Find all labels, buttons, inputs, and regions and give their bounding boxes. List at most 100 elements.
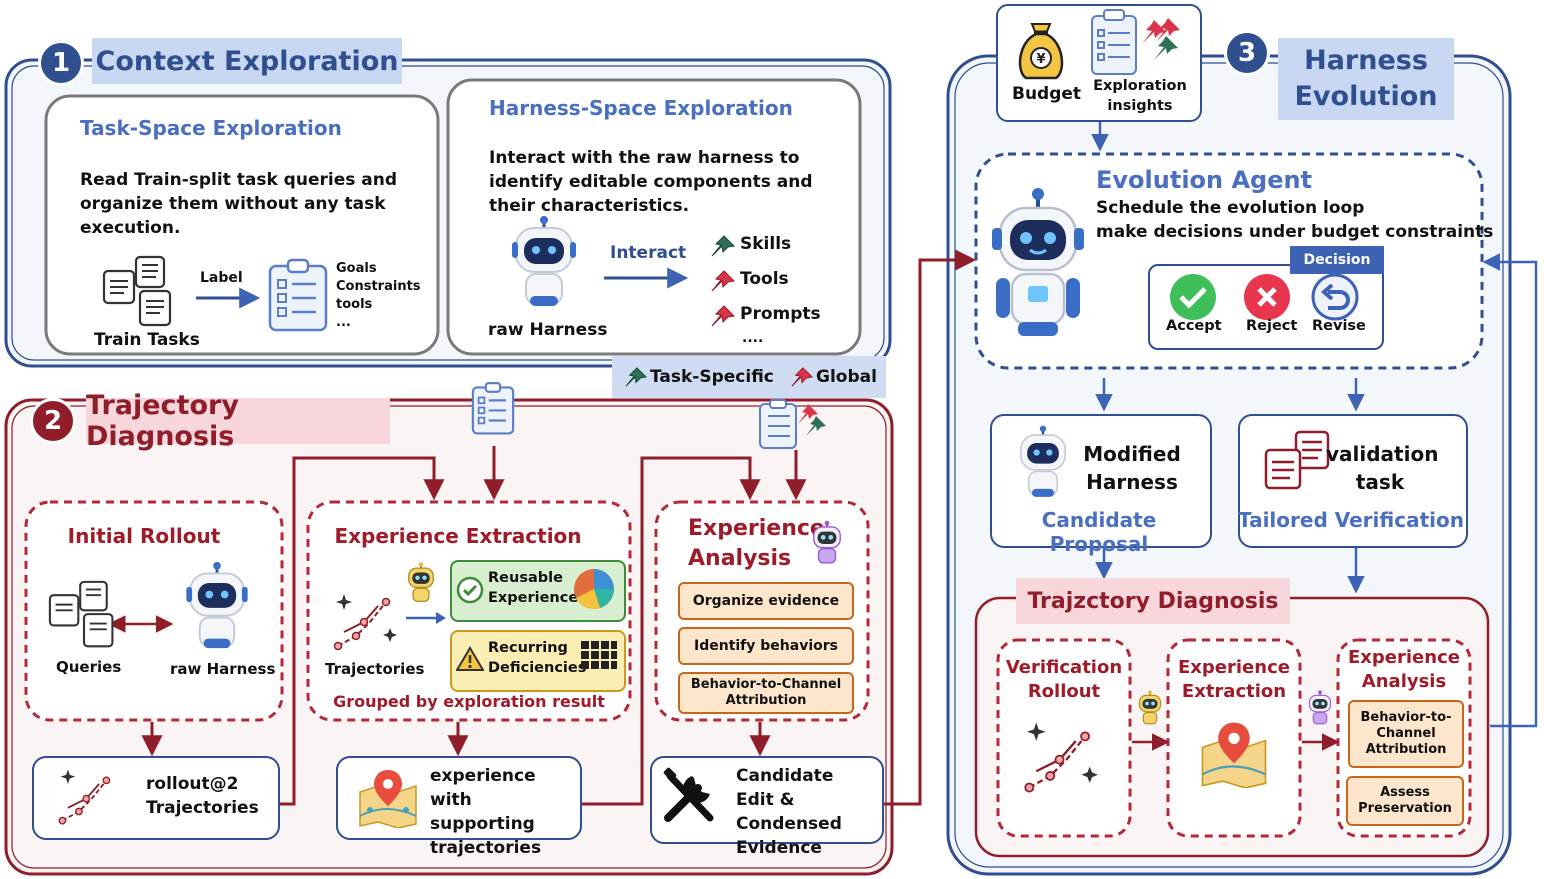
- documents-icon: [1264, 430, 1330, 490]
- verification-rollout-title: Verification Rollout: [1005, 657, 1123, 702]
- raw-harness-label: raw Harness: [488, 320, 608, 340]
- map-pin-icon: [1201, 722, 1267, 788]
- purple-robot-icon: [813, 520, 841, 564]
- purple-robot-icon: [1308, 690, 1332, 725]
- analysis-item-organize: Organize evidence: [678, 582, 854, 620]
- component-skills: Skills: [740, 234, 792, 254]
- legend-global: Global: [816, 367, 877, 387]
- decision-label: Decision: [1290, 246, 1384, 274]
- s3-analysis-title: Experience Analysis: [1348, 647, 1460, 692]
- documents-icon: [102, 255, 172, 327]
- section1-title: Context Exploration: [92, 38, 402, 84]
- extraction-title: Experience Extraction: [334, 524, 582, 548]
- tailored-verification-label: Tailored Verification: [1238, 508, 1464, 532]
- component-tools: Tools: [740, 269, 789, 289]
- clipboard-with-pins-icon: [759, 399, 826, 449]
- check-circle-icon: [456, 576, 484, 604]
- rollout-output-text: rollout@2 Trajectories: [146, 774, 259, 818]
- trajectories-label: Trajectories: [325, 660, 425, 678]
- recurring-deficiencies-label: Recurring Deficiencies: [488, 640, 587, 676]
- small-robot-icon: [408, 562, 434, 603]
- section3-title: Harness Evolution: [1278, 38, 1454, 120]
- section2-number: 2: [30, 398, 76, 444]
- trajectory-icon: [1024, 722, 1098, 793]
- budget-label: Budget: [1012, 84, 1082, 104]
- robot-icon: [512, 216, 576, 306]
- s3-analysis-item-preservation: Assess Preservation: [1346, 776, 1464, 826]
- small-robot-icon: [1138, 690, 1162, 725]
- task-space-box: [44, 94, 440, 356]
- arrow-right-icon: [406, 612, 446, 624]
- candidate-output-text: Candidate Edit & Condensed Evidence: [736, 766, 842, 858]
- queries-label: Queries: [56, 658, 122, 676]
- s3-diagnosis-title: Trajzctory Diagnosis: [1016, 578, 1290, 624]
- map-pin-icon: [359, 770, 417, 828]
- warning-icon: [456, 646, 484, 671]
- accept-label: Accept: [1166, 318, 1222, 334]
- red-pin-icon: [791, 367, 814, 387]
- section2-title: Trajectory Diagnosis: [86, 390, 390, 452]
- robot-icon: [186, 561, 248, 649]
- red-pin-icon: [711, 305, 736, 327]
- experience-output-text: experience with supporting trajectories: [430, 766, 542, 858]
- grouped-label: Grouped by exploration result: [333, 692, 605, 711]
- svg-text:¥: ¥: [1036, 52, 1045, 67]
- task-list-constraints: Constraints: [336, 279, 421, 294]
- validation-task-text: validation task: [1326, 442, 1439, 494]
- s3-extraction-title: Experience Extraction: [1178, 657, 1290, 702]
- trajectory-icon: [58, 769, 111, 825]
- rollout-output-box: [32, 756, 280, 840]
- accept-icon: [1170, 274, 1216, 320]
- documents-icon: [48, 580, 114, 648]
- task-list-tools: tools: [336, 297, 373, 312]
- raw-harness-label: raw Harness: [170, 660, 276, 678]
- initial-rollout-box: [24, 500, 284, 722]
- interact-arrow-text: Interact: [610, 243, 687, 263]
- revise-label: Revise: [1312, 318, 1366, 334]
- initial-rollout-title: Initial Rollout: [67, 524, 221, 548]
- task-list-goals: Goals: [336, 261, 377, 276]
- pin-legend: [612, 356, 886, 398]
- legend-task-specific: Task-Specific: [650, 367, 774, 387]
- label-arrow-text: Label: [200, 270, 243, 286]
- task-list-more: ...: [336, 315, 351, 330]
- s3-analysis-item-attribution: Behavior-to-Channel Attribution: [1348, 700, 1464, 768]
- modified-harness-text: Modified Harness: [1083, 442, 1181, 494]
- red-pin-icon: [711, 270, 736, 292]
- tools-icon: [663, 767, 714, 822]
- reusable-experience-label: Reusable Experience: [488, 570, 579, 606]
- component-prompts: Prompts: [740, 304, 821, 324]
- task-space-desc: Read Train-split task queries and organi…: [80, 170, 397, 238]
- evolution-agent-title: Evolution Agent: [1096, 166, 1313, 194]
- clipboard-checklist-icon: [268, 258, 328, 332]
- candidate-proposal-label: Candidate Proposal: [1041, 508, 1157, 556]
- reject-label: Reject: [1246, 318, 1298, 334]
- analysis-item-identify: Identify behaviors: [678, 627, 854, 665]
- analysis-item-attribution: Behavior-to-Channel Attribution: [678, 672, 854, 714]
- insights-label: Exploration insights: [1093, 78, 1187, 114]
- harness-space-title: Harness-Space Exploration: [489, 96, 793, 120]
- harness-space-desc: Interact with the raw harness to identif…: [489, 148, 813, 216]
- clipboard-with-pins-icon: [1091, 9, 1180, 75]
- money-bag-icon: ¥: [1018, 23, 1064, 80]
- revise-icon: [1311, 273, 1359, 321]
- evolution-agent-line1: Schedule the evolution loop: [1096, 198, 1365, 218]
- clipboard-checklist-icon: [471, 382, 515, 435]
- trajectory-icon: [333, 594, 397, 651]
- reject-icon: [1244, 274, 1290, 320]
- train-tasks-label: Train Tasks: [94, 330, 200, 350]
- component-more: ....: [742, 330, 764, 346]
- task-space-title: Task-Space Exploration: [80, 116, 342, 140]
- evolution-agent-line2: make decisions under budget constraints: [1096, 222, 1494, 242]
- green-pin-icon: [711, 235, 736, 257]
- candidate-proposal-box: [990, 414, 1212, 548]
- robot-icon: [992, 188, 1084, 336]
- grid-icon: [581, 641, 617, 669]
- green-pin-icon: [625, 367, 648, 387]
- section1-number: 1: [38, 40, 84, 86]
- pie-chart-icon: [574, 569, 614, 609]
- section3-number: 3: [1224, 30, 1270, 76]
- analysis-title: Experience Analysis: [688, 516, 825, 571]
- robot-icon: [1020, 425, 1066, 497]
